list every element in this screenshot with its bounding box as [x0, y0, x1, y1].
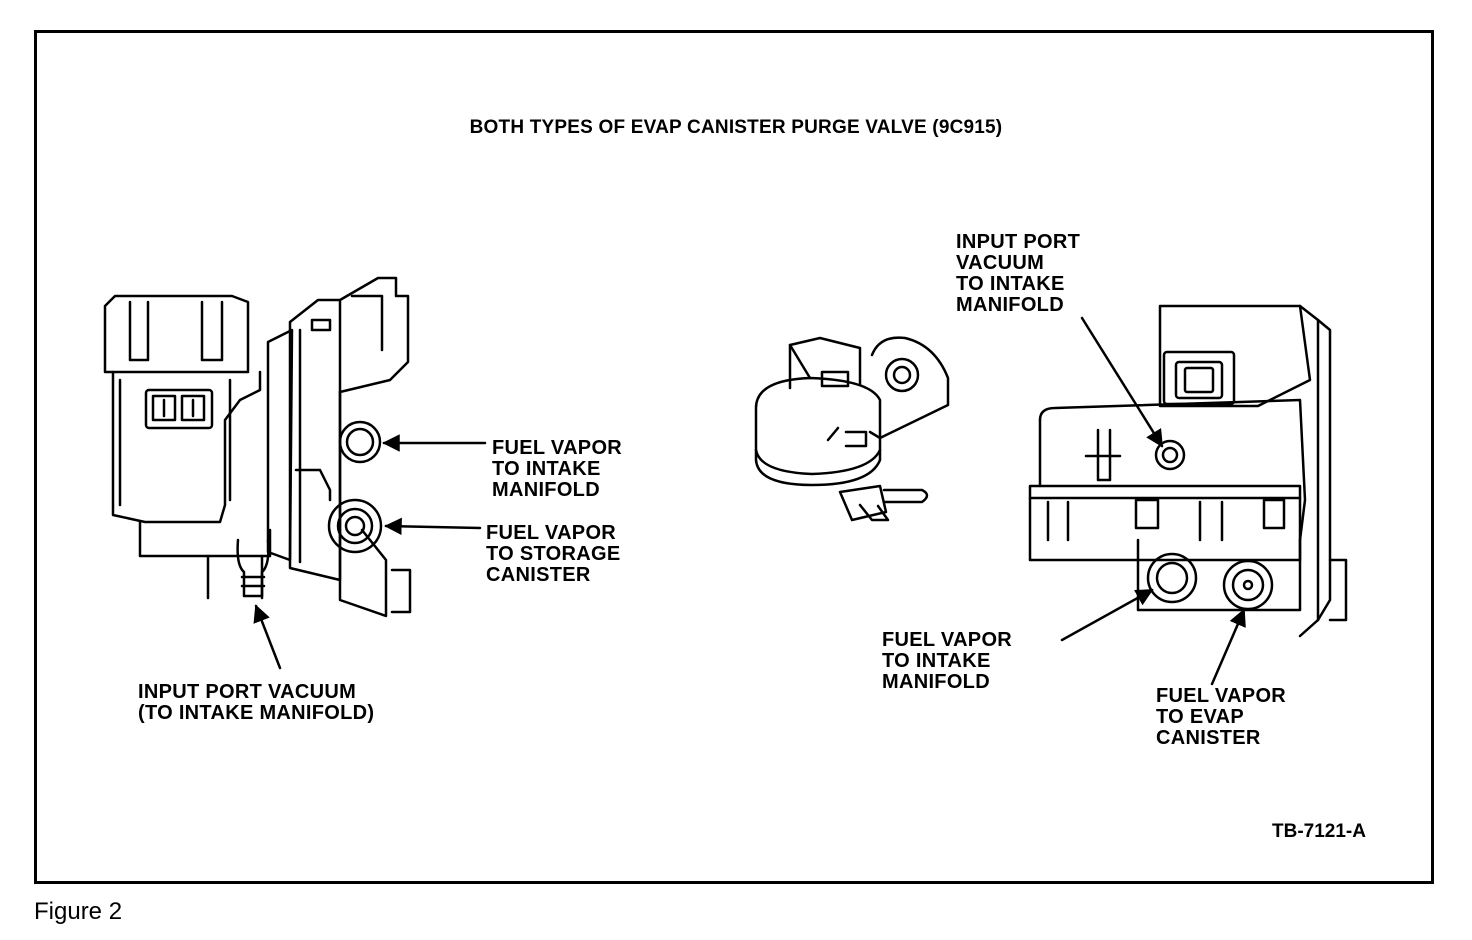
- arrow-right-input-port: [1080, 316, 1164, 448]
- arrow-right-fuel-vapor-intake: [1060, 588, 1154, 642]
- label-left-input-port: INPUT PORT VACUUM (TO INTAKE MANIFOLD): [138, 681, 375, 724]
- label-left-fuel-vapor-storage: FUEL VAPOR TO STORAGE CANISTER: [486, 522, 621, 586]
- arrow-left-fuel-vapor-storage: [384, 517, 482, 536]
- reference-code: TB-7121-A: [1272, 821, 1366, 842]
- arrow-right-fuel-vapor-evap: [1210, 608, 1246, 686]
- diagram-title: BOTH TYPES OF EVAP CANISTER PURGE VALVE …: [469, 117, 1003, 138]
- figure-frame: [34, 30, 1434, 884]
- label-right-input-port: INPUT PORT VACUUM TO INTAKE MANIFOLD: [956, 231, 1081, 316]
- label-right-fuel-vapor-intake: FUEL VAPOR TO INTAKE MANIFOLD: [882, 629, 1013, 693]
- center-purge-valve-drawing: [754, 336, 950, 522]
- right-purge-valve-drawing: [1028, 304, 1348, 638]
- label-right-fuel-vapor-evap: FUEL VAPOR TO EVAP CANISTER: [1156, 685, 1287, 749]
- figure-caption: Figure 2: [34, 898, 123, 925]
- arrow-left-input-port: [253, 604, 282, 670]
- left-purge-valve-drawing: [103, 276, 412, 618]
- label-left-fuel-vapor-intake: FUEL VAPOR TO INTAKE MANIFOLD: [492, 437, 623, 501]
